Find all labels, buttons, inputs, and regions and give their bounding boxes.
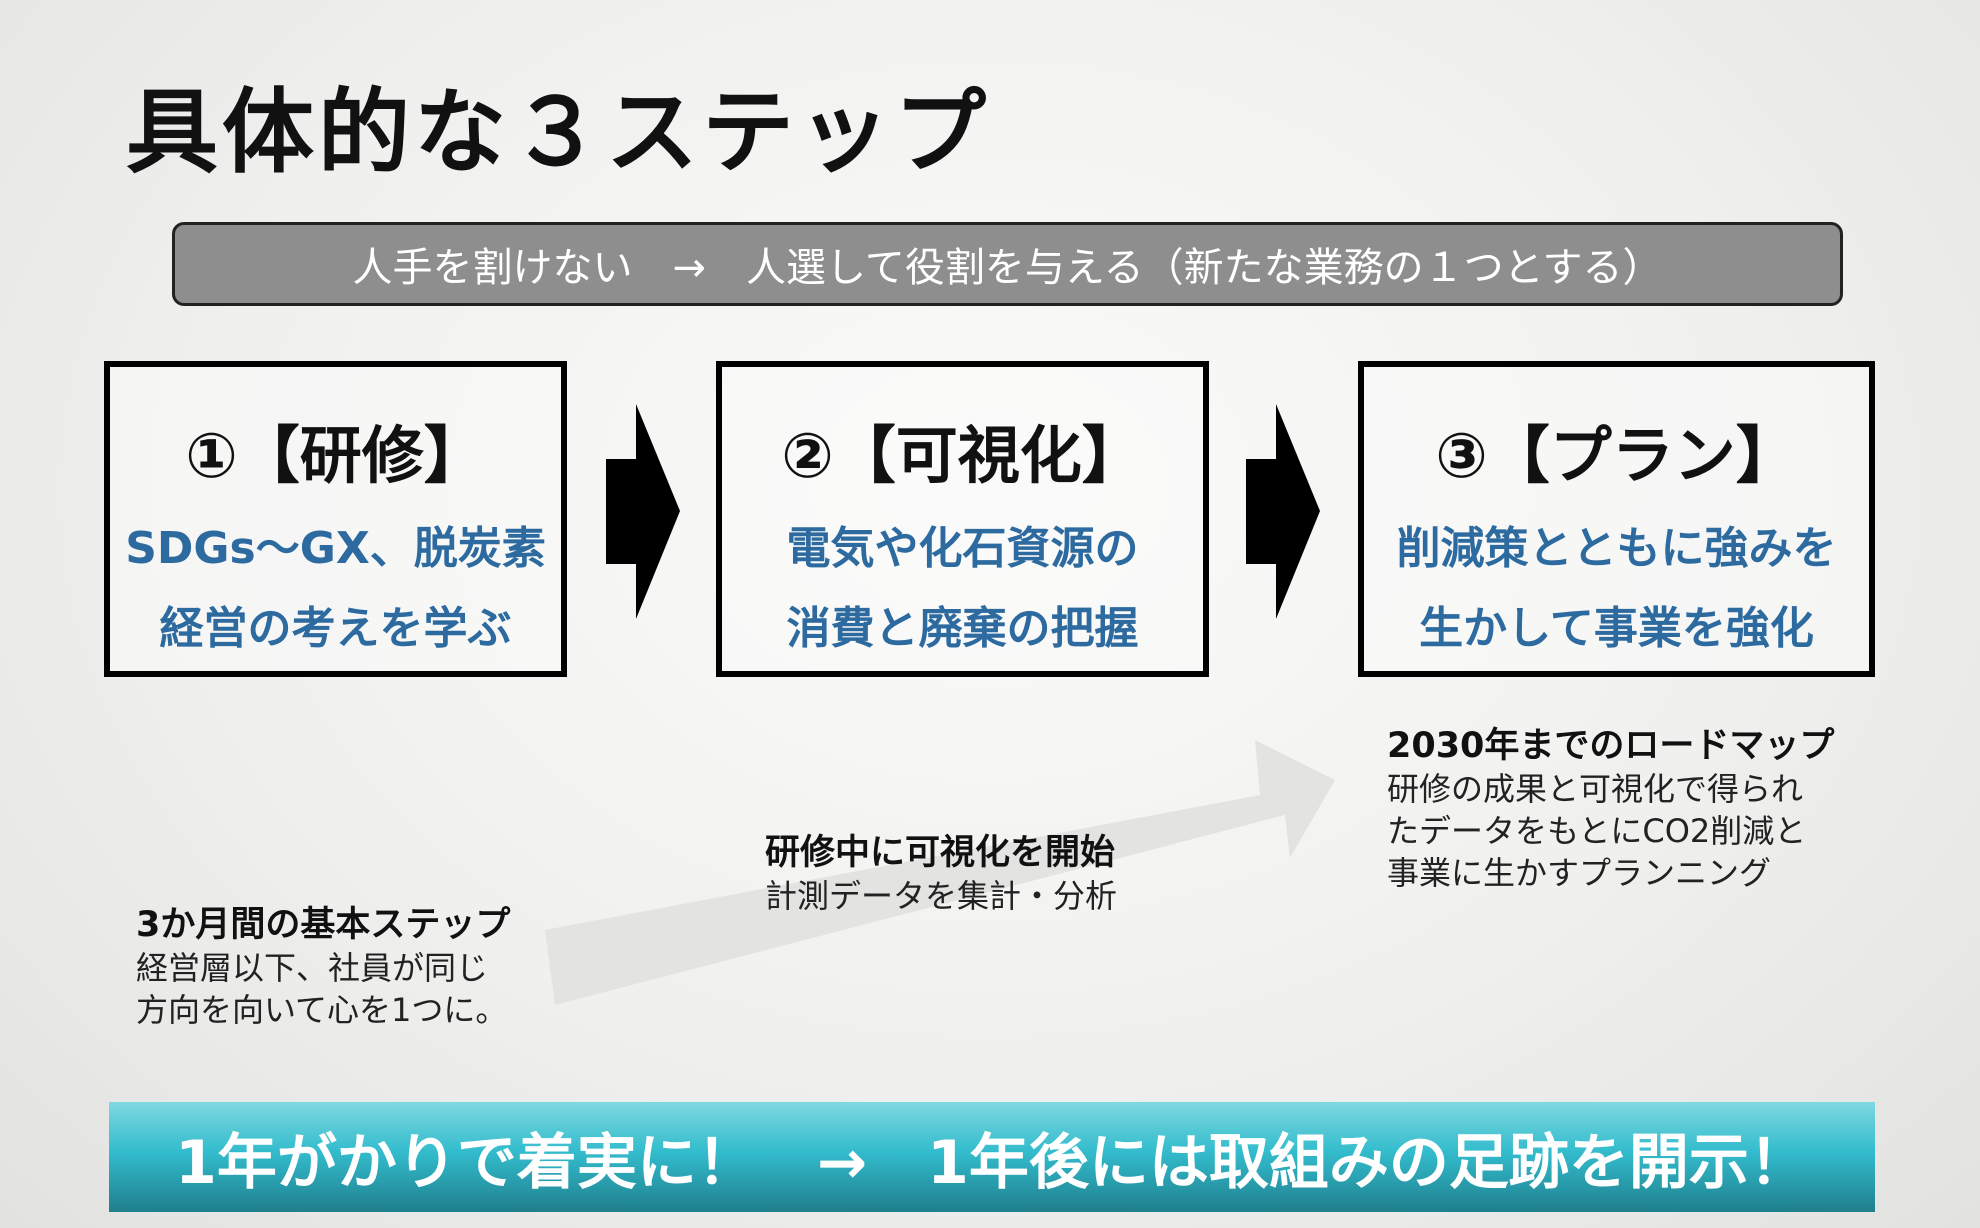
- policy-banner: 人手を割けない → 人選して役割を与える（新たな業務の１つとする）: [172, 222, 1843, 306]
- chevron-right-icon: [606, 404, 680, 619]
- note-visualization-start: 研修中に可視化を開始 計測データを集計・分析: [765, 824, 1117, 917]
- step-line: 生かして事業を強化: [1419, 603, 1814, 654]
- step-heading: ②【可視化】: [781, 419, 1144, 492]
- page-title: 具体的な３ステップ: [126, 79, 991, 186]
- note-line: 方向を向いて心を1つに。: [136, 991, 508, 1029]
- note-title: 研修中に可視化を開始: [765, 833, 1116, 873]
- step-heading: ③【プラン】: [1435, 419, 1798, 492]
- note-line: たデータをもとにCO2削減と: [1387, 812, 1807, 850]
- step-box-training: ①【研修】 SDGs〜GX、脱炭素 経営の考えを学ぶ: [104, 361, 567, 677]
- note-line: 経営層以下、社員が同じ: [136, 949, 489, 987]
- step-line: SDGs〜GX、脱炭素: [125, 523, 546, 574]
- chevron-right-icon: [1246, 404, 1320, 619]
- step-line: 消費と廃棄の把握: [786, 603, 1139, 654]
- step-line: 電気や化石資源の: [786, 523, 1139, 574]
- note-title: 3か月間の基本ステップ: [136, 905, 511, 945]
- step-line: 経営の考えを学ぶ: [159, 603, 512, 654]
- bottom-banner: 1年がかりで着実に！ → 1年後には取組みの足跡を開示！: [109, 1102, 1875, 1212]
- note-line: 計測データを集計・分析: [765, 877, 1118, 915]
- note-line: 研修の成果と可視化で得られ: [1387, 770, 1804, 808]
- progress-arrow-shape: [545, 740, 1335, 1005]
- note-line: 事業に生かすプランニング: [1387, 854, 1772, 892]
- note-3-months: 3か月間の基本ステップ 経営層以下、社員が同じ 方向を向いて心を1つに。: [136, 896, 510, 1031]
- note-roadmap: 2030年までのロードマップ 研修の成果と可視化で得られ たデータをもとにCO2…: [1387, 717, 1834, 894]
- step-box-plan: ③【プラン】 削減策とともに強みを 生かして事業を強化: [1358, 361, 1875, 677]
- step-heading: ①【研修】: [185, 419, 486, 492]
- step-box-visualization: ②【可視化】 電気や化石資源の 消費と廃棄の把握: [716, 361, 1209, 677]
- step-line: 削減策とともに強みを: [1396, 523, 1837, 574]
- note-title: 2030年までのロードマップ: [1387, 726, 1835, 766]
